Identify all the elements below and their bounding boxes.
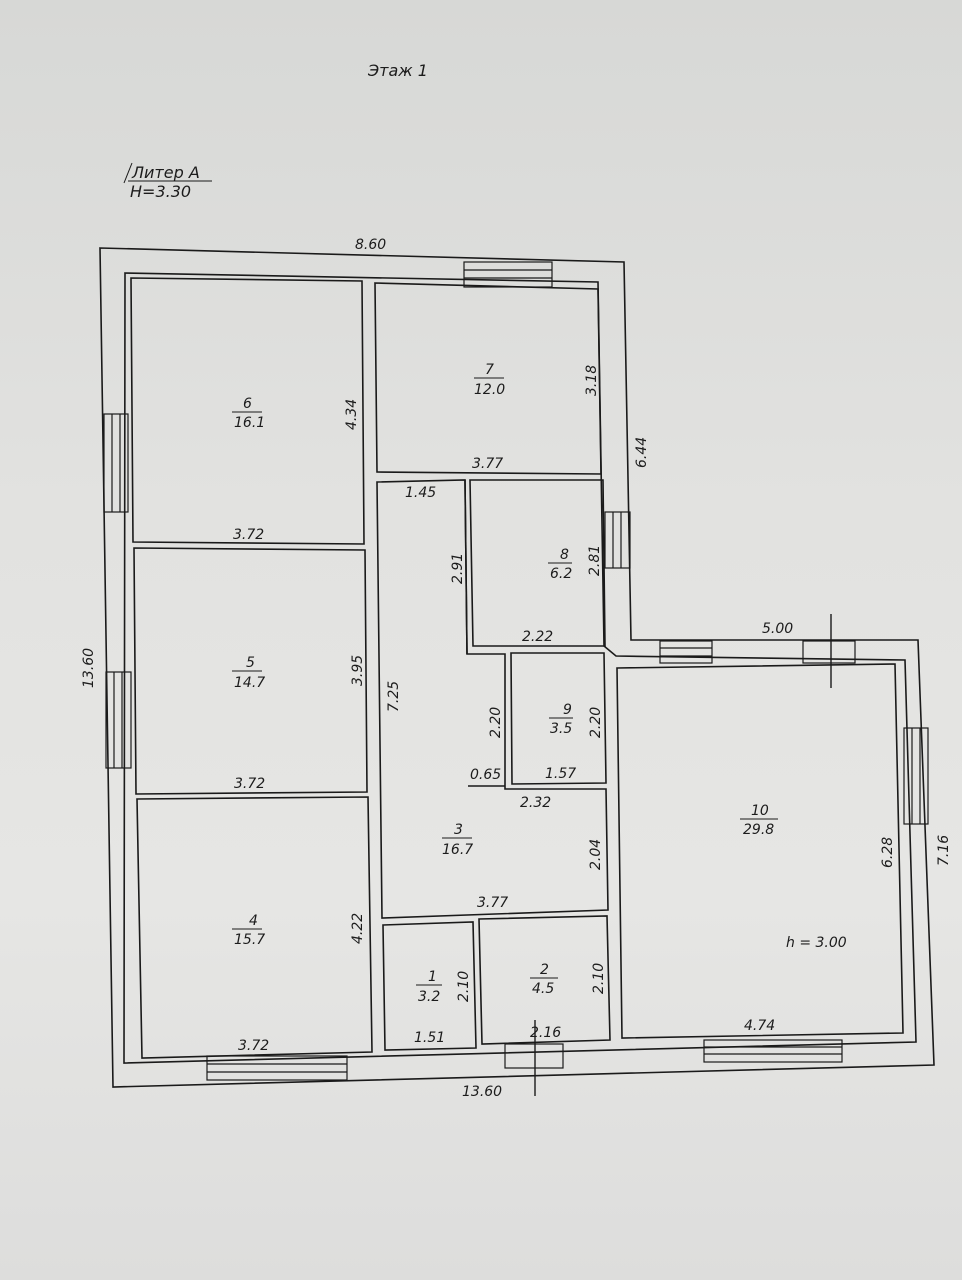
svg-text:2: 2 [540,962,549,978]
room-label-8: 8 6.2 [548,547,572,582]
window-top [463,261,553,288]
room-label-1: 1 3.2 [416,969,442,1005]
window-bottom-left [206,1055,348,1081]
room-5-outline [133,547,368,795]
dim-r6-height: 4.34 [344,399,360,430]
dim-r10-height: 6.28 [880,837,896,868]
room-1-outline [382,921,477,1051]
svg-text:3.2: 3.2 [418,989,440,1005]
dim-r4-height: 4.22 [350,913,366,944]
dim-r3-width: 3.77 [477,895,508,911]
door-annex-top [802,614,856,688]
dim-corr-top: 1.45 [405,485,436,501]
room-label-6: 6 16.1 [232,396,265,431]
dim-r10-ceiling: h = 3.00 [786,935,847,951]
dim-r10-width: 4.74 [744,1018,775,1034]
svg-text:4.5: 4.5 [532,981,554,997]
dim-r2-height: 2.10 [591,963,607,994]
svg-text:5: 5 [246,655,255,671]
dim-r9-width: 1.57 [545,766,576,782]
room-label-3: 3 16.7 [442,822,473,858]
liter-height: H=3.30 [130,182,191,201]
dim-r8-left: 2.91 [450,553,466,584]
outer-wall [99,247,935,1088]
dim-corr-length: 7.25 [386,681,402,712]
liter-name: Литер А [131,163,200,182]
entrance-door [504,1020,564,1096]
dim-r6-width: 3.72 [233,527,264,543]
svg-text:10: 10 [751,803,769,819]
room-label-2: 2 4.5 [530,962,558,997]
svg-text:12.0: 12.0 [474,382,505,398]
svg-text:4: 4 [249,913,258,929]
dim-r5-width: 3.72 [234,776,265,792]
dim-r7-width: 3.77 [472,456,503,472]
svg-text:3: 3 [454,822,463,838]
dim-corr-step: 0.65 [470,767,501,783]
dim-right-upper: 6.44 [634,437,650,468]
dim-r3-height: 2.04 [588,839,604,870]
window-annex-right [903,727,929,825]
dim-r3-top: 2.32 [520,795,551,811]
dim-top-total: 8.60 [355,237,386,253]
room-4-outline [136,796,373,1059]
svg-text:16.7: 16.7 [442,842,473,858]
svg-text:9: 9 [563,702,572,718]
floor-title: Этаж 1 [367,61,428,80]
room-10-outline [616,663,904,1039]
dim-left-total: 13.60 [81,648,97,688]
room-label-7: 7 12.0 [474,362,505,398]
window-bottom-annex [703,1039,843,1063]
dim-r7-height: 3.18 [584,365,600,396]
dim-r8-height: 2.81 [587,545,603,576]
dim-r2-width: 2.16 [530,1025,561,1041]
window-left-lower [105,671,132,769]
dim-r4-width: 3.72 [238,1038,269,1054]
room-label-4: 4 15.7 [232,913,265,948]
room-2-outline [478,915,611,1045]
svg-text:6.2: 6.2 [550,566,572,582]
svg-text:6: 6 [243,396,252,412]
svg-text:29.8: 29.8 [743,822,774,838]
room-label-10: 10 29.8 [740,803,778,838]
window-right-room8 [604,511,631,569]
svg-text:14.7: 14.7 [234,675,265,691]
svg-text:7: 7 [485,362,494,378]
room-label-5: 5 14.7 [232,655,265,691]
svg-text:3.5: 3.5 [550,721,572,737]
svg-text:8: 8 [560,547,569,563]
room-7-outline [374,282,602,475]
dim-bottom-total: 13.60 [462,1084,502,1100]
dim-r9-height: 2.20 [588,707,604,738]
dim-r1-height: 2.10 [456,971,472,1002]
dim-r1-width: 1.51 [414,1030,445,1046]
dim-r8-width: 2.22 [522,629,553,645]
window-left-upper [103,413,129,513]
dim-r5-height: 3.95 [350,655,366,686]
corridor-outline [376,479,609,919]
svg-text:15.7: 15.7 [234,932,265,948]
room-9-outline [510,652,607,785]
dim-annex-right: 7.16 [936,835,952,866]
svg-text:16.1: 16.1 [234,415,265,431]
dim-r9-left: 2.20 [488,707,504,738]
room-8-outline [469,479,606,647]
room-label-9: 9 3.5 [549,702,573,737]
room-6-outline [130,277,365,545]
dim-annex-top: 5.00 [762,621,793,637]
window-annex-top [659,640,713,664]
svg-text:1: 1 [428,969,437,985]
